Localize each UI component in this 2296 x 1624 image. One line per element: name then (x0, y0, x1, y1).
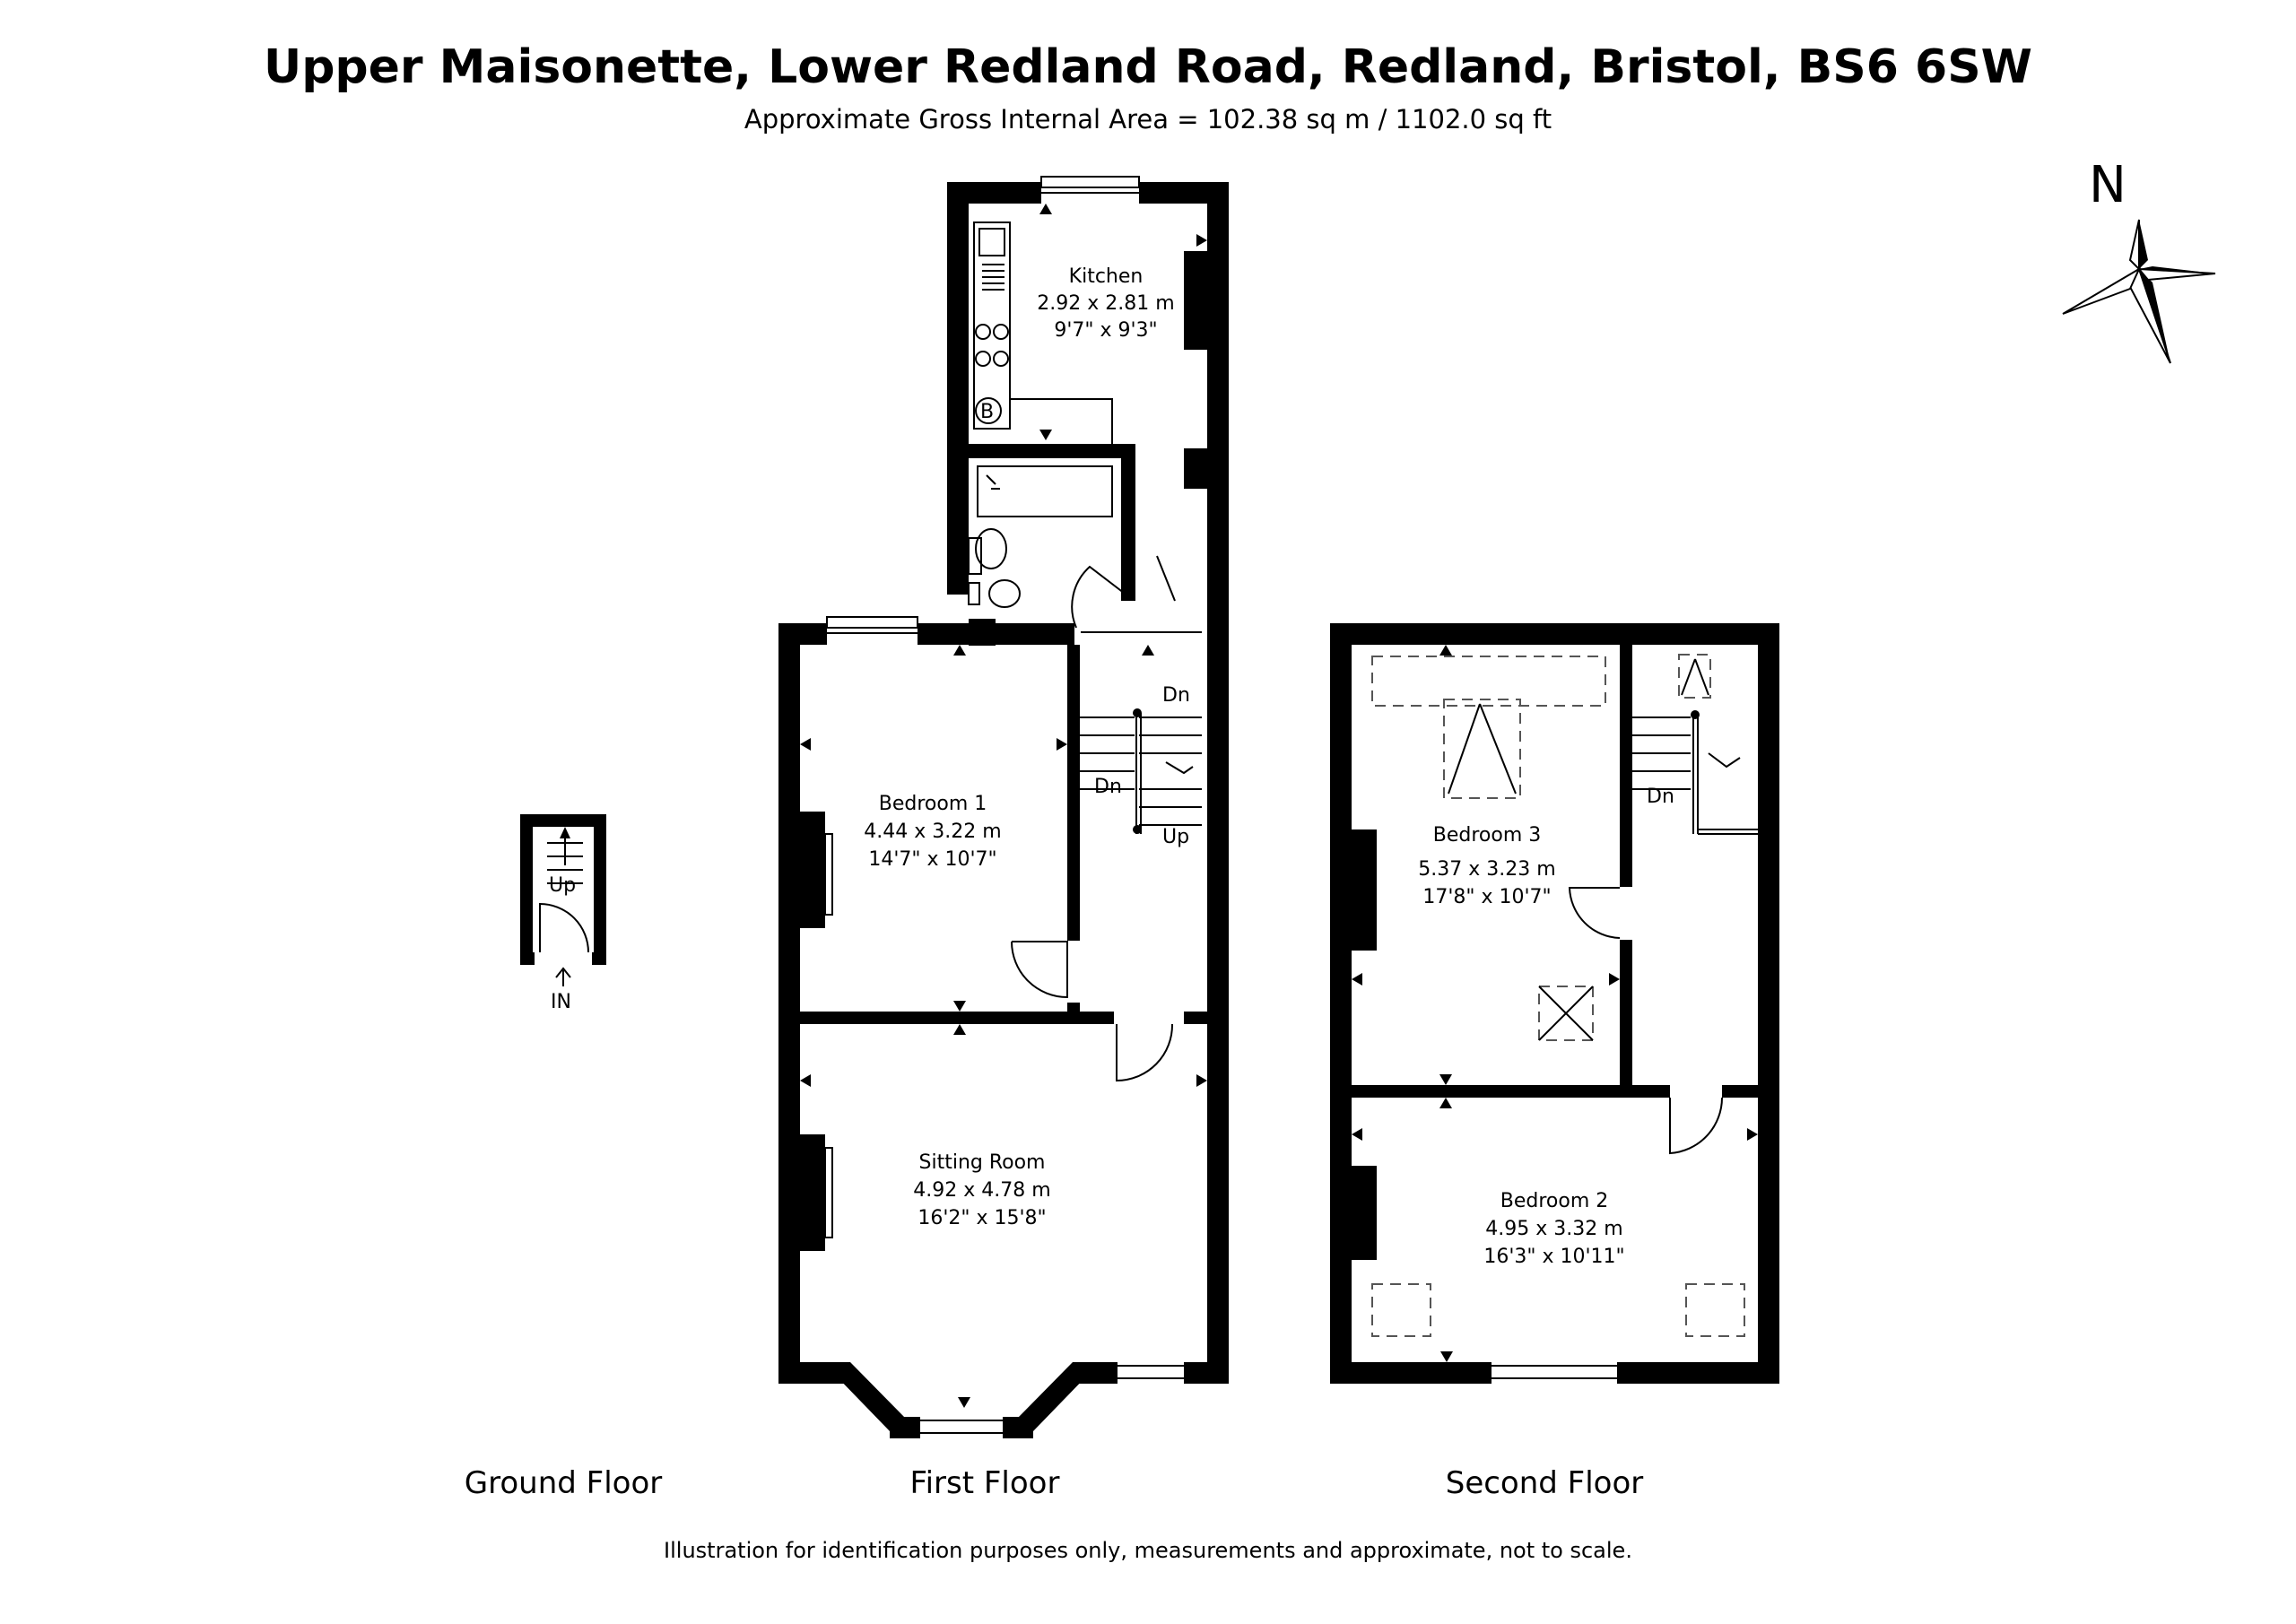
first-stair-dn-label-upper: Dn (1162, 684, 1190, 707)
first-floor-plan: B Dn (778, 176, 1229, 1438)
disclaimer: Illustration for identification purposes… (664, 1538, 1632, 1563)
second-stair-dn-label: Dn (1647, 786, 1674, 808)
north-compass-icon: N (2062, 156, 2216, 364)
first-stair-dn-label-lower: Dn (1094, 776, 1122, 798)
bedroom3-imperial: 17'8" x 10'7" (1422, 886, 1551, 908)
gross-internal-area: Approximate Gross Internal Area = 102.38… (744, 104, 1552, 135)
sitting-imperial: 16'2" x 15'8" (918, 1207, 1046, 1229)
floor-label-first: First Floor (910, 1465, 1060, 1501)
property-title: Upper Maisonette, Lower Redland Road, Re… (264, 40, 2032, 94)
kitchen-metric: 2.92 x 2.81 m (1037, 292, 1174, 315)
kitchen-imperial: 9'7" x 9'3" (1054, 319, 1157, 342)
bedroom3-metric: 5.37 x 3.23 m (1418, 858, 1555, 881)
first-stair-up-label: Up (1162, 826, 1189, 848)
sitting-name: Sitting Room (919, 1151, 1046, 1174)
second-floor-plan: Dn (1330, 623, 1779, 1384)
floor-label-second: Second Floor (1446, 1465, 1644, 1501)
room-label-sitting-room: Sitting Room 4.92 x 4.78 m 16'2" x 15'8" (913, 1151, 1050, 1229)
sitting-metric: 4.92 x 4.78 m (913, 1179, 1050, 1202)
room-label-kitchen: Kitchen 2.92 x 2.81 m 9'7" x 9'3" (1037, 265, 1174, 342)
room-label-bedroom-3: Bedroom 3 5.37 x 3.23 m 17'8" x 10'7" (1418, 824, 1555, 908)
bedroom2-metric: 4.95 x 3.32 m (1485, 1218, 1622, 1240)
boiler-label: B (980, 401, 994, 423)
bedroom1-name: Bedroom 1 (879, 793, 987, 815)
bedroom2-name: Bedroom 2 (1500, 1190, 1609, 1212)
bedroom1-metric: 4.44 x 3.22 m (864, 821, 1001, 843)
bedroom3-name: Bedroom 3 (1433, 824, 1542, 847)
bedroom1-imperial: 14'7" x 10'7" (868, 848, 996, 871)
room-label-bedroom-1: Bedroom 1 4.44 x 3.22 m 14'7" x 10'7" (864, 793, 1001, 871)
bedroom2-imperial: 16'3" x 10'11" (1483, 1246, 1624, 1268)
entrance-label: IN (551, 991, 571, 1013)
ground-stair-up-label: Up (549, 874, 576, 897)
ground-floor-plan: Up IN (520, 814, 606, 1013)
north-label: N (2089, 156, 2126, 214)
floor-label-ground: Ground Floor (465, 1465, 662, 1501)
room-label-bedroom-2: Bedroom 2 4.95 x 3.32 m 16'3" x 10'11" (1483, 1190, 1624, 1268)
kitchen-name: Kitchen (1069, 265, 1144, 288)
